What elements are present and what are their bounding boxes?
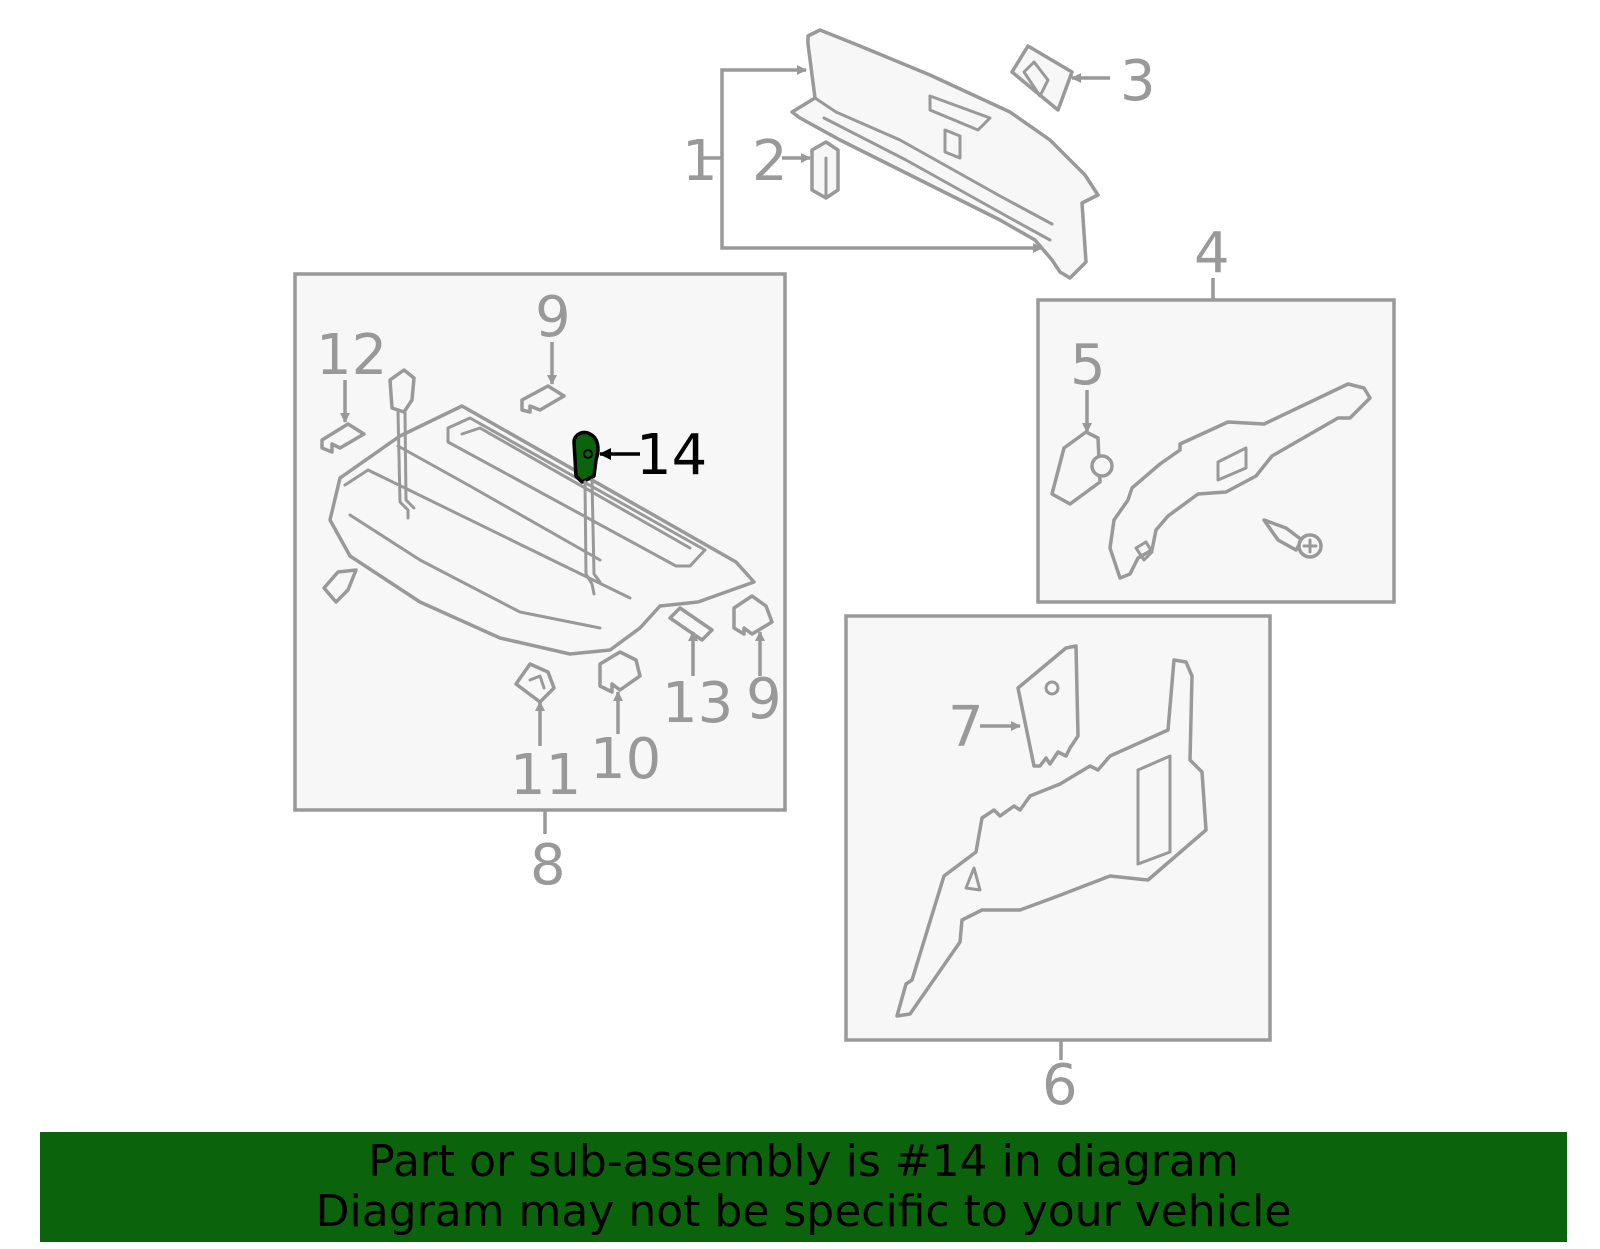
leader-1 bbox=[700, 65, 1043, 253]
callout-11: 11 bbox=[510, 743, 581, 808]
callout-9-bottom: 9 bbox=[746, 667, 782, 732]
callout-2: 2 bbox=[752, 129, 788, 194]
clip-part-9-top bbox=[520, 384, 566, 414]
banner-line-2: Diagram may not be specific to your vehi… bbox=[315, 1186, 1292, 1237]
callout-8: 8 bbox=[530, 833, 566, 898]
clip-part-5 bbox=[1050, 430, 1114, 506]
hook-part-11 bbox=[514, 662, 556, 704]
package-tray bbox=[328, 404, 756, 656]
trim-panel-part-7 bbox=[1016, 644, 1080, 768]
screw bbox=[1262, 518, 1323, 559]
info-banner: Part or sub-assembly is #14 in diagram D… bbox=[40, 1132, 1567, 1242]
hook-left-lower bbox=[322, 568, 358, 604]
callout-1: 1 bbox=[682, 129, 718, 194]
banner-background bbox=[40, 1132, 1567, 1242]
tray-strap-left bbox=[388, 368, 416, 520]
clip-part-12 bbox=[320, 422, 366, 454]
callout-6: 6 bbox=[1042, 1053, 1078, 1118]
callout-3: 3 bbox=[1120, 49, 1156, 114]
callout-7: 7 bbox=[948, 695, 984, 760]
callout-10: 10 bbox=[590, 727, 661, 792]
trim-panel-part-4 bbox=[1108, 382, 1372, 580]
clip-part-9-bottom bbox=[732, 594, 774, 636]
trim-panel-part-6 bbox=[895, 658, 1208, 1018]
clip-part-2 bbox=[810, 140, 840, 200]
banner-line-1: Part or sub-assembly is #14 in diagram bbox=[368, 1136, 1239, 1187]
callout-5: 5 bbox=[1070, 333, 1106, 398]
callout-12: 12 bbox=[316, 323, 387, 388]
rear-shelf-trim-panel bbox=[790, 28, 1100, 280]
callout-13: 13 bbox=[662, 671, 733, 736]
callout-14: 14 bbox=[636, 423, 707, 488]
clip-part-10 bbox=[598, 650, 642, 694]
clip-part-3 bbox=[1010, 44, 1074, 112]
callout-9-top: 9 bbox=[535, 285, 571, 350]
callout-4: 4 bbox=[1194, 221, 1230, 286]
strap-hook-part-14 bbox=[572, 430, 602, 596]
